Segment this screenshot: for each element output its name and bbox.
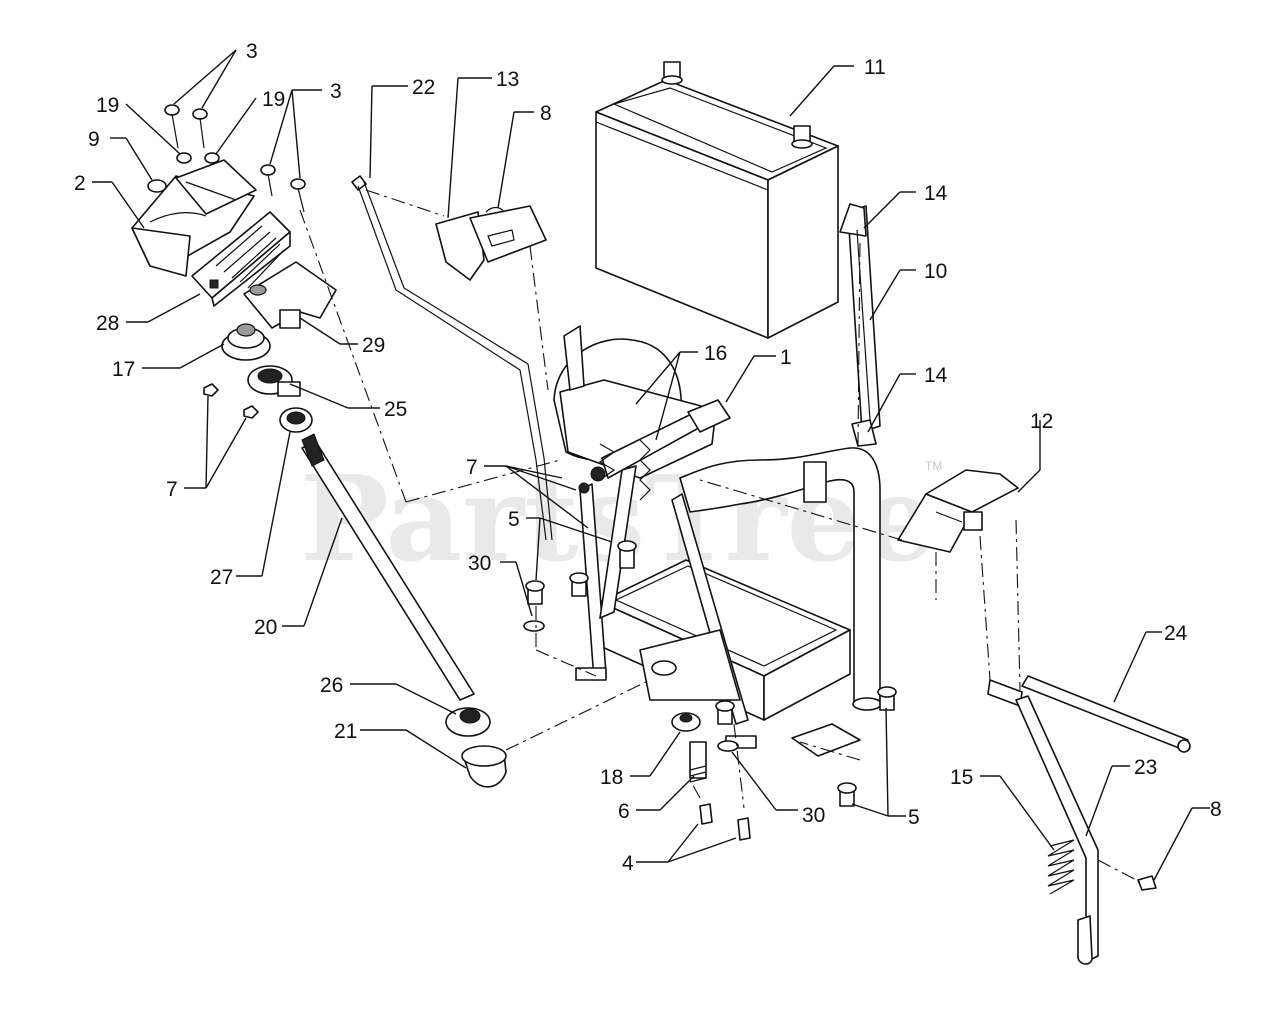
callout-3: 3 [330,80,342,103]
callout-6: 6 [618,800,630,823]
callout-24: 24 [1164,622,1188,645]
callout-18: 18 [600,766,623,789]
rod-22 [351,175,553,541]
callouts: 3 3 19 19 9 2 28 17 29 25 7 27 20 26 21 … [74,40,1222,875]
clip-8-right [1137,875,1157,891]
callout-1: 1 [780,346,792,369]
nut [203,383,219,397]
bushing-26 [445,707,491,737]
spring-15 [1047,839,1075,895]
callout-4: 4 [622,852,634,875]
bolts-top-left [164,104,306,213]
callout-21: 21 [334,720,357,743]
steering-shaft [301,433,475,701]
bracket-29 [243,261,337,329]
hardware [523,540,897,841]
callout-8: 8 [540,102,552,125]
seat-bracket [435,205,547,281]
callout-3: 3 [246,40,258,63]
callout-5: 5 [908,806,920,829]
callout-10: 10 [924,260,947,283]
leader-lines [92,49,1210,881]
callout-22: 22 [412,76,435,99]
callout-28: 28 [96,312,119,335]
alignment-lines [299,189,1141,883]
watermark-tm: TM [925,459,942,473]
callout-19: 19 [262,88,285,111]
callout-20: 20 [254,616,277,639]
callout-7: 7 [466,456,478,479]
callout-14: 14 [924,182,948,205]
console-28 [191,211,291,307]
callout-15: 15 [950,766,973,789]
callout-25: 25 [384,398,407,421]
callout-19: 19 [96,94,119,117]
callout-16: 16 [704,342,727,365]
callout-30: 30 [468,552,491,575]
callout-2: 2 [74,172,86,195]
callout-26: 26 [320,674,343,697]
steering-cover [131,159,257,277]
callout-9: 9 [88,128,100,151]
callout-27: 27 [210,566,233,589]
callout-11: 11 [864,56,886,79]
callout-30: 30 [802,804,825,827]
callout-17: 17 [112,358,135,381]
nut [243,405,259,419]
callout-23: 23 [1134,756,1157,779]
link-23 [987,679,1099,965]
bushing-17 [221,323,271,361]
bushing-27 [279,407,313,433]
battery [595,61,839,339]
callout-14: 14 [924,364,948,387]
callout-8: 8 [1210,798,1222,821]
callout-7: 7 [166,478,178,501]
pedal-12 [897,469,1019,553]
callout-13: 13 [496,68,519,91]
collar-25 [247,365,301,397]
frame [553,325,851,749]
cap-21 [461,745,507,788]
callout-29: 29 [362,334,385,357]
callout-5: 5 [508,508,520,531]
battery-strap [839,203,881,447]
pedal-pipe [679,447,882,711]
callout-12: 12 [1030,410,1053,433]
rod-24 [1021,675,1191,753]
